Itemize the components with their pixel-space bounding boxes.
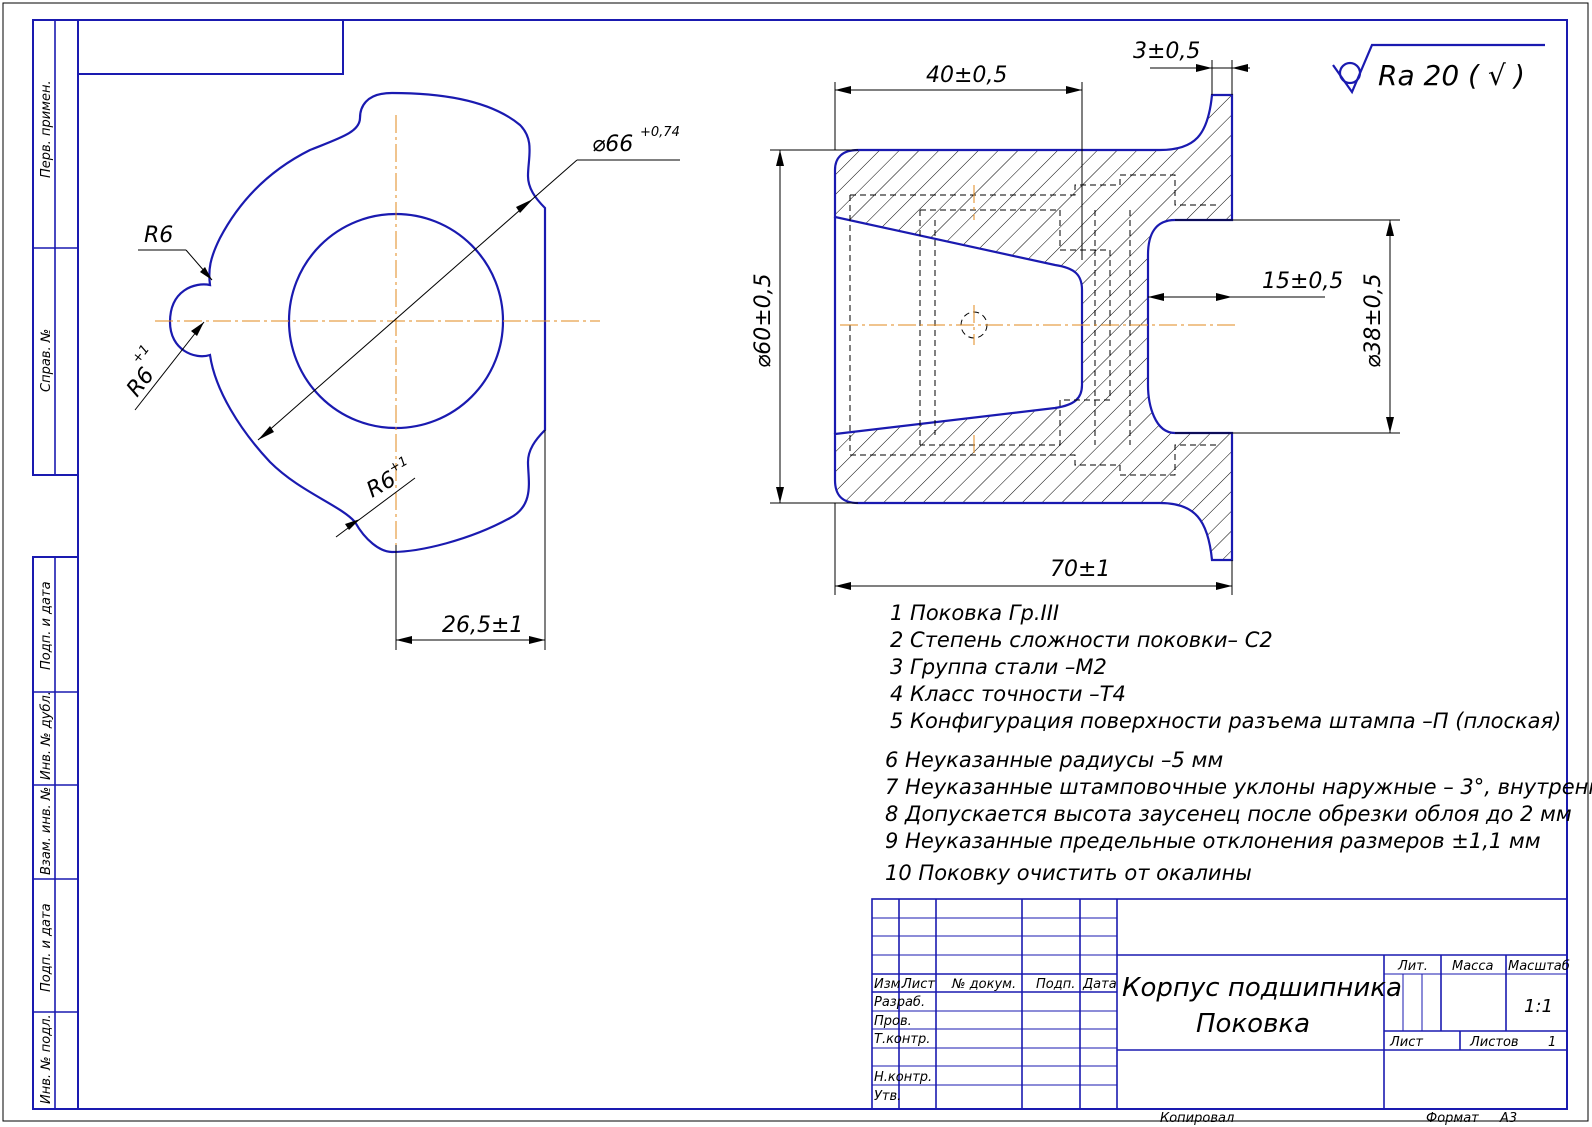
- title-block: Изм. Лист № докум. Подп. Дата Разраб. Пр…: [871, 898, 1570, 1126]
- note-2: 2 Степень сложности поковки– С2: [890, 628, 1273, 652]
- surface-finish-symbol: Ra 20 ( √ ): [1332, 43, 1545, 95]
- dim-r6: R6: [144, 223, 173, 248]
- side-inv-podl: Инв. № подл.: [39, 1014, 54, 1104]
- section-body-hatch: [835, 95, 1232, 560]
- surface-finish-label: Ra 20 (: [1378, 59, 1480, 92]
- tb-sheets: Листов: [1469, 1035, 1519, 1050]
- tb-sheets-value: 1: [1548, 1035, 1556, 1050]
- tb-copied: Копировал: [1160, 1111, 1234, 1126]
- dim-70: 70±1: [1050, 557, 1110, 582]
- note-5: 5 Конфигурация поверхности разъема штамп…: [890, 709, 1561, 733]
- tb-row-tkontr: Т.контр.: [874, 1032, 930, 1047]
- note-3: 3 Группа стали –М2: [890, 655, 1107, 679]
- side-perv-primen: Перв. примен.: [39, 80, 54, 178]
- note-1: 1 Поковка Гр.III: [890, 601, 1059, 625]
- tb-format: Формат: [1426, 1111, 1479, 1126]
- note-7: 7 Неуказанные штамповочные уклоны наружн…: [885, 775, 1592, 799]
- dim-d66: ⌀66: [592, 132, 633, 157]
- note-4: 4 Класс точности –Т4: [890, 682, 1126, 706]
- note-9: 9 Неуказанные предельные отклонения разм…: [885, 829, 1541, 853]
- tb-lit: Лит.: [1397, 959, 1428, 974]
- tb-row-razrab: Разраб.: [874, 995, 925, 1010]
- tb-col-doc: № докум.: [951, 977, 1016, 992]
- tb-title-line1: Корпус подшипника: [1122, 973, 1402, 1003]
- dim-d38: ⌀38±0,5: [1361, 273, 1386, 368]
- note-10: 10 Поковку очистить от окалины: [885, 861, 1252, 885]
- tb-scale-value: 1:1: [1524, 996, 1553, 1017]
- tb-col-sign: Подп.: [1036, 977, 1075, 992]
- side-vzam-inv: Взам. инв. №: [39, 787, 54, 875]
- tb-format-value: А3: [1499, 1111, 1517, 1126]
- tb-row-prov: Пров.: [874, 1014, 912, 1029]
- section-view: 40±0,5 3±0,5 15±0,5 ⌀60±0,5 ⌀38±0,5: [751, 39, 1400, 595]
- dim-r6-left: R6: [122, 363, 160, 401]
- technical-notes: 1 Поковка Гр.III 2 Степень сложности пок…: [885, 601, 1592, 885]
- dim-40: 40±0,5: [926, 63, 1007, 88]
- tb-title-line2: Поковка: [1196, 1009, 1310, 1039]
- tb-col-list: Лист: [901, 977, 935, 992]
- dim-3: 3±0,5: [1133, 39, 1200, 64]
- note-8: 8 Допускается высота заусенец после обре…: [885, 802, 1572, 826]
- dim-26-5: 26,5±1: [442, 613, 523, 638]
- tb-col-date: Дата: [1082, 977, 1117, 992]
- end-view-outline: [168, 91, 547, 554]
- dim-d60: ⌀60±0,5: [751, 273, 776, 368]
- tb-massa: Масса: [1452, 959, 1493, 974]
- tb-masshtab: Масштаб: [1508, 959, 1570, 974]
- surface-finish-close: ): [1512, 59, 1525, 92]
- side-stamp: Перв. примен. Справ. № Подп. и дата Инв.…: [32, 19, 79, 1110]
- side-podp-data-2: Подп. и дата: [39, 903, 54, 992]
- side-sprav-no: Справ. №: [39, 329, 54, 392]
- note-6: 6 Неуказанные радиусы –5 мм: [885, 748, 1223, 772]
- dim-r6-left-sup: +1: [129, 342, 153, 366]
- section-outline: [833, 93, 1234, 562]
- surface-finish-check: √: [1488, 59, 1506, 92]
- tb-row-utv: Утв.: [874, 1089, 901, 1104]
- side-inv-dubl: Инв. № дубл.: [39, 691, 54, 780]
- tb-row-nkontr: Н.контр.: [874, 1070, 932, 1085]
- side-podp-data-1: Подп. и дата: [39, 581, 54, 670]
- tb-sheet: Лист: [1389, 1035, 1423, 1050]
- dim-15: 15±0,5: [1262, 269, 1343, 294]
- tb-col-izm: Изм.: [874, 977, 905, 992]
- end-view: ⌀66 +0,74 R6 R6 +1 R6 +1 26,5±1: [122, 91, 680, 650]
- dim-d66-tol: +0,74: [640, 125, 680, 140]
